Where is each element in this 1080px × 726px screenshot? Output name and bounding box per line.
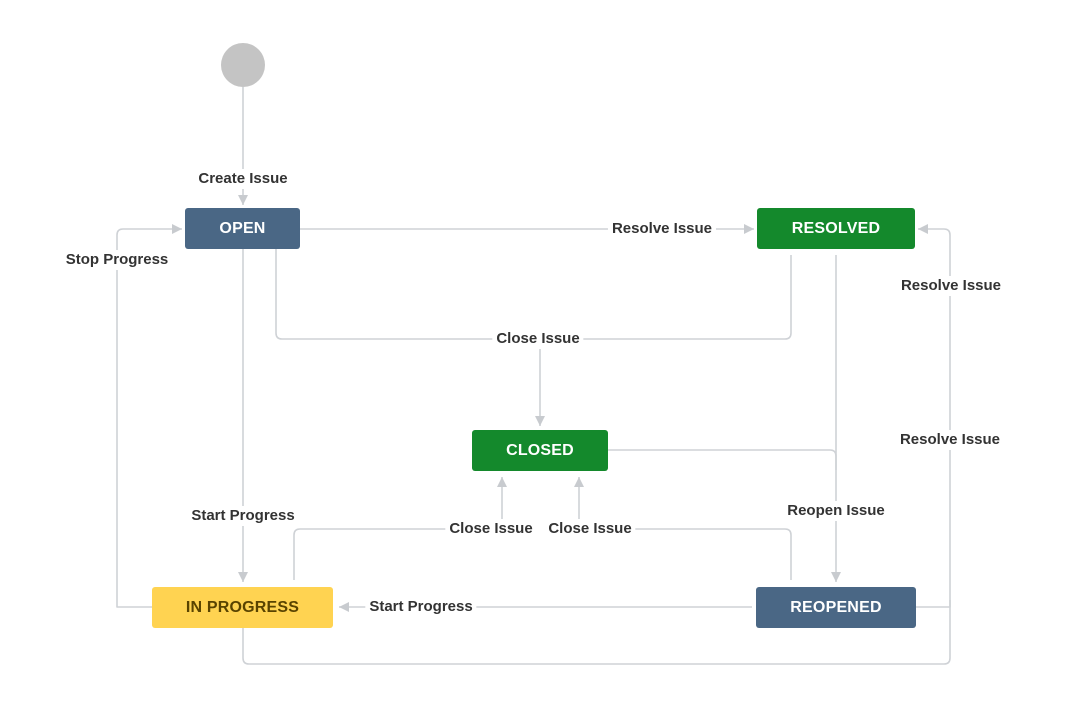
- transition-resolve-issue-in-progress[interactable]: Resolve Issue: [895, 430, 1005, 450]
- edge-closed-reopen: [608, 449, 837, 470]
- edge-open-close: [275, 249, 792, 340]
- transition-resolve-issue-open[interactable]: Resolve Issue: [607, 219, 717, 239]
- transition-close-issue-in-progress[interactable]: Close Issue: [445, 519, 537, 539]
- start-node-icon: [221, 43, 265, 87]
- edge-in-progress-stop-progress: [116, 224, 182, 608]
- edge-in-progress-close: [293, 477, 507, 580]
- transition-start-progress-reopened[interactable]: Start Progress: [365, 597, 477, 617]
- transition-start-progress-open[interactable]: Start Progress: [187, 506, 299, 526]
- transition-close-issue-top[interactable]: Close Issue: [492, 329, 584, 349]
- transition-reopen-issue[interactable]: Reopen Issue: [783, 501, 889, 521]
- transition-stop-progress[interactable]: Stop Progress: [61, 250, 173, 270]
- status-resolved[interactable]: RESOLVED: [757, 208, 915, 249]
- status-closed[interactable]: CLOSED: [472, 430, 608, 471]
- transition-create-issue[interactable]: Create Issue: [194, 169, 292, 189]
- edge-reopened-close: [574, 477, 792, 580]
- transition-resolve-issue-reopened[interactable]: Resolve Issue: [896, 276, 1006, 296]
- status-in-progress[interactable]: IN PROGRESS: [152, 587, 333, 628]
- edge-in-progress-resolve: [242, 600, 951, 665]
- transition-close-issue-reopened[interactable]: Close Issue: [544, 519, 636, 539]
- edge-reopened-resolve: [916, 224, 951, 608]
- status-open[interactable]: OPEN: [185, 208, 300, 249]
- status-reopened[interactable]: REOPENED: [756, 587, 916, 628]
